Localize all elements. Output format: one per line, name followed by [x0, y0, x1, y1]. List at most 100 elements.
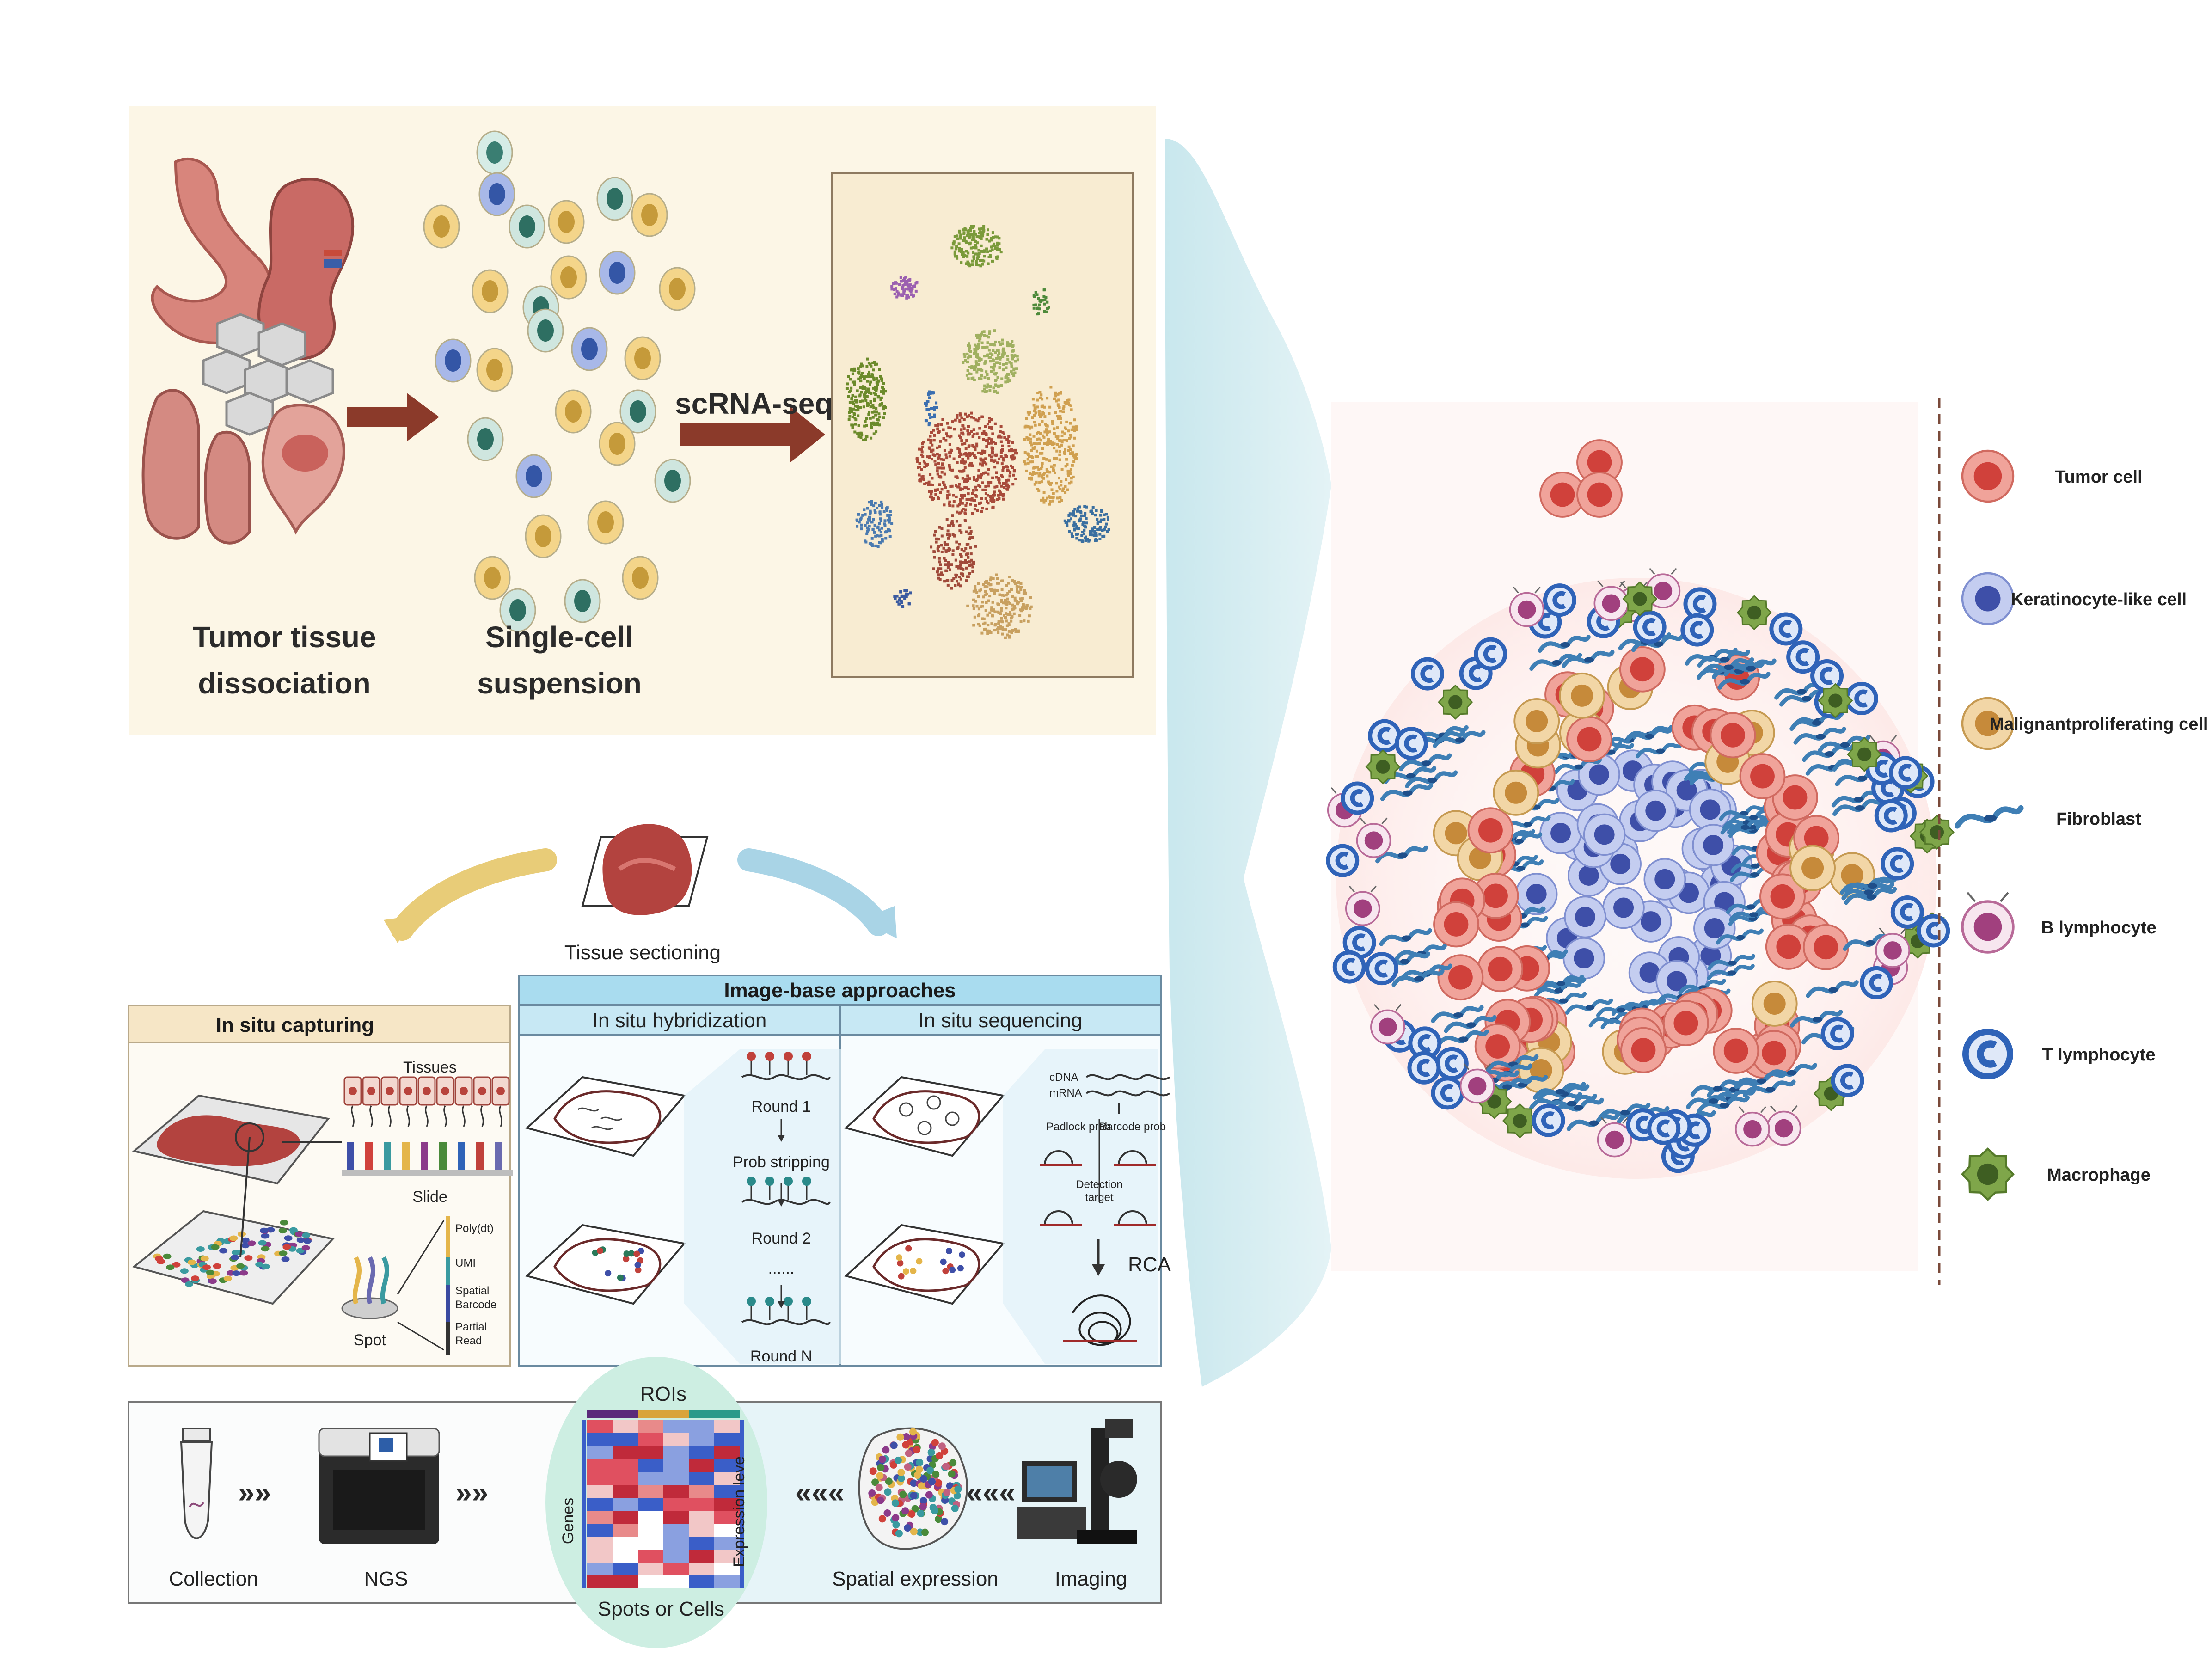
tumor-cell-icon — [1772, 774, 1818, 821]
keratinocyte-cell-icon — [1693, 907, 1736, 950]
legend-label: Malignantproliferating cell — [1990, 715, 2208, 734]
fibroblast-icon — [1723, 658, 1777, 677]
suspended-cell-icon — [555, 389, 592, 434]
fibroblast-icon — [1720, 818, 1768, 835]
ngs-machine-icon — [318, 1428, 440, 1544]
chevrons-right-1: »» — [238, 1476, 271, 1509]
suspended-cell-icon — [476, 130, 513, 175]
tsne-cluster — [915, 411, 1018, 515]
image-based-panel: Image-base approaches In situ hybridizat… — [518, 975, 1171, 1367]
imaging-label: Imaging — [1055, 1568, 1127, 1590]
fibroblast-icon — [1764, 1063, 1818, 1081]
t-lymphocyte-icon — [1326, 844, 1360, 877]
tsne-cluster — [962, 329, 1019, 394]
suspended-cell-icon — [509, 204, 545, 249]
fibroblast-icon — [1529, 653, 1582, 671]
padlock-prob-label: Padlock prob — [1046, 1121, 1111, 1133]
suspended-cell-icon — [478, 172, 515, 216]
t-lymphocyte-icon — [1874, 799, 1908, 833]
ish-title: In situ hybridization — [593, 1009, 767, 1032]
arrow-scrna — [680, 407, 825, 462]
fibroblast-icon — [1686, 1091, 1739, 1109]
suspended-cell-icon — [423, 204, 460, 249]
t-lymphocyte-icon — [1831, 1064, 1864, 1097]
legend-item: Tumor cell — [1961, 449, 2143, 503]
genes-label: Genes — [559, 1498, 577, 1544]
b-lymphocyte-icon — [1356, 817, 1391, 858]
spatial-barcode-label-1: Spatial — [455, 1285, 489, 1297]
fibroblast-icon — [1598, 1103, 1651, 1121]
fibroblast-icon — [1431, 1005, 1484, 1024]
keratinocyte-cell-icon — [1634, 789, 1677, 832]
t-lymphocyte-icon — [1365, 952, 1399, 986]
chevrons-left-2: ««« — [966, 1476, 1016, 1509]
macrophage-icon — [1919, 815, 1955, 850]
fibroblast-icon — [1707, 954, 1756, 970]
suspended-cell-icon — [624, 336, 661, 380]
in-situ-capturing-panel: In situ capturing Tissues Slide Spot Pol… — [128, 1005, 513, 1367]
t-lymphocyte-icon — [1408, 1026, 1442, 1060]
chevrons-left-1: ««« — [795, 1476, 845, 1509]
fibroblast-icon — [1707, 964, 1755, 981]
suspended-cell-icon — [472, 269, 509, 313]
detection-label-1: Detection — [1076, 1178, 1122, 1191]
tumor-microenvironment-cells — [1326, 439, 1955, 1173]
tumor-cell-icon — [1751, 1030, 1797, 1076]
scrna-seq-label: scRNA-seq — [675, 387, 833, 420]
step1-label-line2: dissociation — [198, 667, 370, 700]
fibroblast-icon — [1380, 783, 1434, 801]
tumor-cell-icon — [1662, 1000, 1709, 1047]
fibroblast-icon — [1717, 672, 1771, 690]
fibroblast-icon — [1636, 742, 1684, 759]
fibroblast-icon — [1399, 753, 1452, 772]
fibroblast-icon — [1832, 798, 1886, 816]
tsne-cluster — [950, 225, 1003, 268]
iss-signal-dots — [896, 1245, 965, 1280]
connector-wing-shape — [1165, 139, 1331, 1387]
workflow-panel: Collection »» NGS »» ROIs Genes Expressi… — [128, 1357, 1162, 1648]
chevrons-right-2: »» — [455, 1476, 488, 1509]
fibroblast-icon — [1551, 1097, 1604, 1116]
macrophage-icon — [1961, 1147, 2015, 1201]
fibroblast-icon — [1566, 1113, 1620, 1131]
t-lymphocyte-icon — [1786, 640, 1820, 674]
tumor-cell-icon — [1576, 472, 1623, 518]
t-lymphocyte-icon — [1881, 847, 1914, 881]
b-lymphocyte-icon — [1875, 927, 1910, 968]
b-lymphocyte-icon — [1766, 1105, 1801, 1146]
fibroblast-icon — [1565, 998, 1613, 1015]
tsne-plot-frame — [831, 172, 1134, 678]
suspended-cell-icon — [550, 255, 587, 300]
tsne-cluster — [966, 573, 1033, 639]
umi-label: UMI — [455, 1257, 476, 1269]
barcode-bars — [342, 1142, 513, 1176]
tumor-cell-icon — [1472, 872, 1519, 919]
tissue-cells-row — [343, 1076, 510, 1127]
fibroblast-icon — [1544, 1094, 1598, 1112]
tumor-cell-icon — [1713, 1028, 1759, 1074]
step1-label-line1: Tumor tissue — [192, 620, 376, 654]
fibroblast-icon — [1845, 876, 1898, 894]
cdna-label: cDNA — [1049, 1071, 1078, 1084]
suspended-cell-icon — [435, 338, 472, 383]
fibroblast-icon — [1391, 969, 1445, 987]
t-lymphocyte-icon — [1368, 719, 1402, 753]
collection-tube-icon — [180, 1428, 213, 1539]
tsne-cluster — [1032, 288, 1050, 316]
suspended-cell-icon — [527, 308, 564, 353]
microscope-icon — [1017, 1419, 1137, 1544]
detection-label-2: target — [1085, 1191, 1114, 1204]
t-lymphocyte-icon — [1633, 610, 1667, 644]
legend-label: T lymphocyte — [2042, 1045, 2156, 1065]
tumor-cell-icon — [1437, 954, 1484, 1001]
legend-label: Tumor cell — [2055, 467, 2142, 487]
b-lymphocyte-icon — [1459, 1063, 1495, 1104]
tsne-cluster — [1023, 386, 1078, 506]
suspended-cell-icon — [474, 556, 511, 600]
t-lymphocyte-icon — [1683, 587, 1717, 621]
tissue-sectioning-label: Tissue sectioning — [564, 941, 721, 964]
tsne-cluster — [1063, 505, 1110, 543]
malignant-cell-icon — [1493, 769, 1539, 816]
fibroblast-icon — [1841, 882, 1894, 901]
